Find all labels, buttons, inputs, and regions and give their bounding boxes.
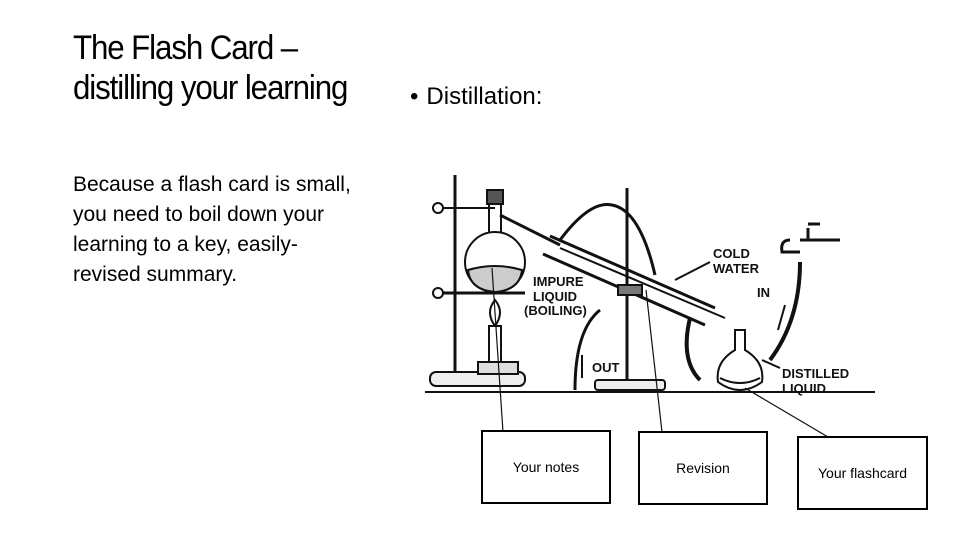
label-out: OUT [592, 360, 620, 375]
stand-base-middle [594, 379, 666, 391]
label-boiling: (BOILING) [524, 303, 587, 318]
callout-label: Your flashcard [818, 465, 907, 481]
receiving-flask [716, 329, 764, 391]
callout-your-notes: Your notes [481, 430, 611, 504]
flask-stopper [486, 189, 504, 205]
arrow-distilled [761, 359, 781, 369]
bullet-text: Distillation: [426, 83, 543, 110]
arrow-in [777, 304, 786, 331]
clamp-knob-lower [432, 287, 444, 299]
hose-from-tap [768, 261, 802, 362]
hose-to-condenser [684, 317, 702, 382]
burner-tube [488, 325, 502, 363]
connector-notes [491, 267, 504, 433]
connector-flashcard [744, 387, 829, 438]
callout-label: Revision [676, 460, 730, 476]
clamp-knob-upper [432, 202, 444, 214]
boiling-liquid [466, 265, 524, 294]
bullet-distillation: • Distillation: [410, 82, 542, 112]
hose-out [573, 308, 601, 391]
tap [780, 228, 840, 254]
hose-in [558, 202, 657, 276]
connector-revision [645, 289, 663, 433]
callout-revision: Revision [638, 431, 768, 505]
callout-your-flashcard: Your flashcard [797, 436, 928, 510]
arrow-cold-water [674, 261, 711, 281]
condenser-clamp [617, 284, 643, 296]
condenser-top [549, 234, 716, 310]
slide-body-text: Because a flash card is small, you need … [73, 173, 351, 286]
slide-title: The Flash Card – distilling your learnin… [73, 29, 348, 107]
label-in: IN [757, 285, 770, 300]
bullet-dot: • [410, 83, 419, 110]
side-arm [499, 213, 561, 247]
callout-label: Your notes [512, 459, 580, 475]
